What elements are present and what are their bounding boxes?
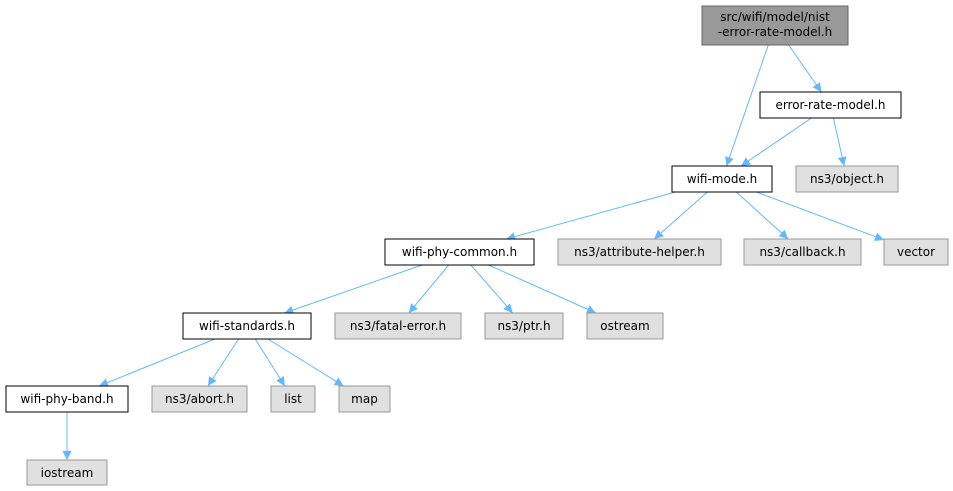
- node-wifi-phy-common[interactable]: wifi-phy-common.h: [384, 238, 535, 266]
- node-ns3-abort-label: ns3/abort.h: [165, 392, 234, 406]
- node-ns3-object[interactable]: ns3/object.h: [795, 165, 899, 193]
- edge-wifi-phy-common-to-ostream: [488, 264, 597, 314]
- node-wifi-mode[interactable]: wifi-mode.h: [671, 165, 773, 193]
- edge-wifi-standards-to-ns3-abort: [207, 338, 239, 387]
- edge-wifi-standards-to-list: [254, 338, 286, 387]
- node-ns3-ptr-label: ns3/ptr.h: [497, 319, 550, 333]
- edge-wifi-phy-common-to-ns3-ptr: [470, 264, 514, 314]
- edge-wifi-phy-common-to-ns3-fatal-error: [408, 264, 450, 314]
- edge-error-rate-model-to-wifi-mode: [740, 117, 812, 167]
- node-wifi-standards[interactable]: wifi-standards.h: [182, 312, 312, 340]
- edge-wifi-standards-to-wifi-phy-band: [98, 338, 216, 387]
- edge-root-to-wifi-mode: [725, 44, 769, 167]
- node-vector[interactable]: vector: [883, 238, 949, 266]
- edge-wifi-mode-to-vector: [756, 191, 885, 242]
- edge-wifi-phy-common-to-wifi-standards: [284, 264, 423, 315]
- edge-wifi-mode-to-ns3-attribute-helper: [653, 191, 708, 240]
- edge-root-to-error-rate-model: [788, 44, 822, 93]
- node-wifi-phy-band[interactable]: wifi-phy-band.h: [5, 385, 129, 413]
- node-vector-label: vector: [897, 245, 935, 259]
- edges-layer: [62, 44, 885, 460]
- edge-wifi-mode-to-wifi-phy-common: [506, 191, 676, 241]
- node-wifi-phy-common-label: wifi-phy-common.h: [402, 245, 517, 259]
- node-ns3-attribute-helper[interactable]: ns3/attribute-helper.h: [557, 238, 722, 266]
- node-iostream-label: iostream: [41, 466, 94, 480]
- node-ns3-attribute-helper-label: ns3/attribute-helper.h: [574, 245, 705, 259]
- node-list-label: list: [284, 392, 302, 406]
- node-error-rate-model-label: error-rate-model.h: [775, 98, 885, 112]
- node-wifi-phy-band-label: wifi-phy-band.h: [20, 392, 113, 406]
- node-ns3-abort[interactable]: ns3/abort.h: [151, 385, 248, 413]
- node-iostream[interactable]: iostream: [26, 459, 108, 486]
- edge-wifi-mode-to-ns3-callback: [735, 191, 789, 240]
- node-list[interactable]: list: [270, 385, 316, 413]
- node-root-label-line2: -error-rate-model.h: [718, 25, 832, 39]
- node-ns3-fatal-error-label: ns3/fatal-error.h: [350, 319, 446, 333]
- node-wifi-standards-label: wifi-standards.h: [199, 319, 295, 333]
- edge-wifi-standards-to-map: [267, 338, 344, 387]
- node-ns3-callback-label: ns3/callback.h: [759, 245, 845, 259]
- node-ns3-object-label: ns3/object.h: [810, 172, 884, 186]
- node-ostream-label: ostream: [600, 319, 649, 333]
- node-ns3-ptr[interactable]: ns3/ptr.h: [484, 312, 564, 340]
- node-wifi-mode-label: wifi-mode.h: [687, 172, 758, 186]
- node-ns3-callback[interactable]: ns3/callback.h: [743, 238, 862, 266]
- node-map[interactable]: map: [338, 385, 391, 413]
- node-ostream[interactable]: ostream: [586, 312, 664, 340]
- edge-error-rate-model-to-ns3-object: [832, 117, 847, 167]
- nodes-layer: src/wifi/model/nist -error-rate-model.h …: [5, 5, 949, 486]
- node-map-label: map: [351, 392, 378, 406]
- node-root-label-line1: src/wifi/model/nist: [720, 10, 830, 24]
- node-error-rate-model[interactable]: error-rate-model.h: [759, 91, 902, 119]
- node-ns3-fatal-error[interactable]: ns3/fatal-error.h: [334, 312, 462, 340]
- node-root-nist-error-rate-model[interactable]: src/wifi/model/nist -error-rate-model.h: [701, 5, 849, 46]
